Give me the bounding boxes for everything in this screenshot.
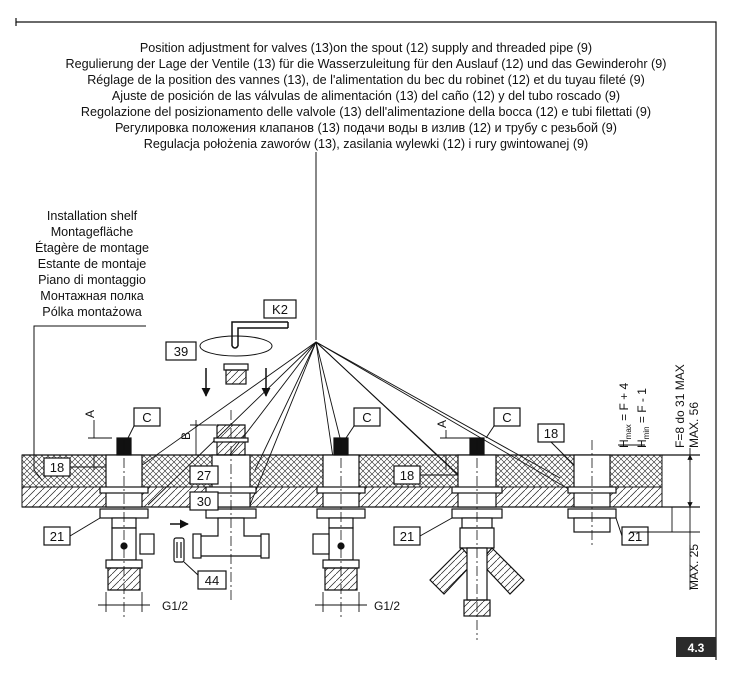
shelf-legend: Installation shelf Montagefläche Étagère… (35, 209, 149, 319)
label-21: 21 (50, 529, 64, 544)
h-max-sub: max (624, 424, 633, 439)
label-box-39 (165, 341, 197, 361)
dim-a-right (440, 430, 470, 470)
shelf-line: Piano di montaggio (38, 273, 146, 287)
centre-lines (123, 410, 593, 640)
shelf-line: Étagère de montage (35, 240, 149, 255)
label-21: 21 (628, 529, 642, 544)
label-box-k2 (263, 299, 297, 319)
shelf-line: Installation shelf (47, 209, 138, 223)
figure-number: 4.3 (688, 641, 705, 655)
label-39: 39 (174, 344, 188, 359)
h-min-sub: min (642, 426, 651, 439)
h-max-symbol: H (617, 439, 631, 448)
max-25: MAX. 25 (687, 544, 701, 590)
caption-line: Regulierung der Lage der Ventile (13) fü… (66, 57, 667, 71)
caption-block: Position adjustment for valves (13)on th… (66, 41, 667, 151)
label-c-group: C C C (127, 407, 521, 439)
caption-line: Réglage de la position des vannes (13), … (87, 73, 645, 87)
right-dimensions (618, 444, 700, 590)
label-44: 44 (205, 573, 219, 588)
label-c: C (362, 410, 371, 425)
shelf-line: Montagefläche (51, 225, 134, 239)
caption-line: Ajuste de posición de las válvulas de al… (112, 89, 620, 103)
f-range: F=8 do 31 MAX (673, 364, 687, 448)
caption-line: Регулировка положения клапанов (13) пода… (115, 121, 617, 135)
label-27: 27 (197, 468, 211, 483)
caption-line: Position adjustment for valves (13)on th… (140, 41, 592, 55)
label-21: 21 (400, 529, 414, 544)
label-b: B (179, 432, 193, 440)
h-max-formula: Hmax = F + 4 (617, 383, 633, 448)
part-44-clip (173, 537, 199, 576)
label-30: 30 (197, 494, 211, 509)
frame (15, 18, 717, 660)
number-labels: 18 27 30 18 18 21 21 21 44 (43, 423, 649, 590)
dim-b (190, 420, 216, 455)
h-min-formula: Hmin = F - 1 (635, 388, 651, 448)
shelf-line: Pólka montażowa (42, 305, 141, 319)
label-g12: G1/2 (162, 599, 188, 613)
label-k2: K2 (272, 302, 288, 317)
label-18: 18 (544, 426, 558, 441)
label-c: C (502, 410, 511, 425)
label-c: C (142, 410, 151, 425)
figure-badge (676, 637, 716, 657)
label-a: A (435, 420, 449, 428)
label-18: 18 (400, 468, 414, 483)
h-min-symbol: H (635, 439, 649, 448)
h-min-eq: = F - 1 (635, 388, 649, 427)
shelf-line: Монтажная полка (40, 289, 144, 303)
label-g12: G1/2 (374, 599, 400, 613)
shelf-line: Estante de montaje (38, 257, 147, 271)
h-max-eq: = F + 4 (617, 383, 631, 425)
wrench-k2 (199, 321, 289, 357)
part-39-nut (223, 363, 249, 385)
label-18: 18 (50, 460, 64, 475)
caption-line: Regulacja położenia zaworów (13), zasila… (144, 137, 588, 151)
caption-line: Regolazione del posizionamento delle val… (81, 105, 651, 119)
dim-g12-left (98, 592, 150, 612)
label-a: A (83, 410, 97, 418)
dim-g12-right (315, 592, 367, 612)
max-56: MAX. 56 (687, 402, 701, 448)
